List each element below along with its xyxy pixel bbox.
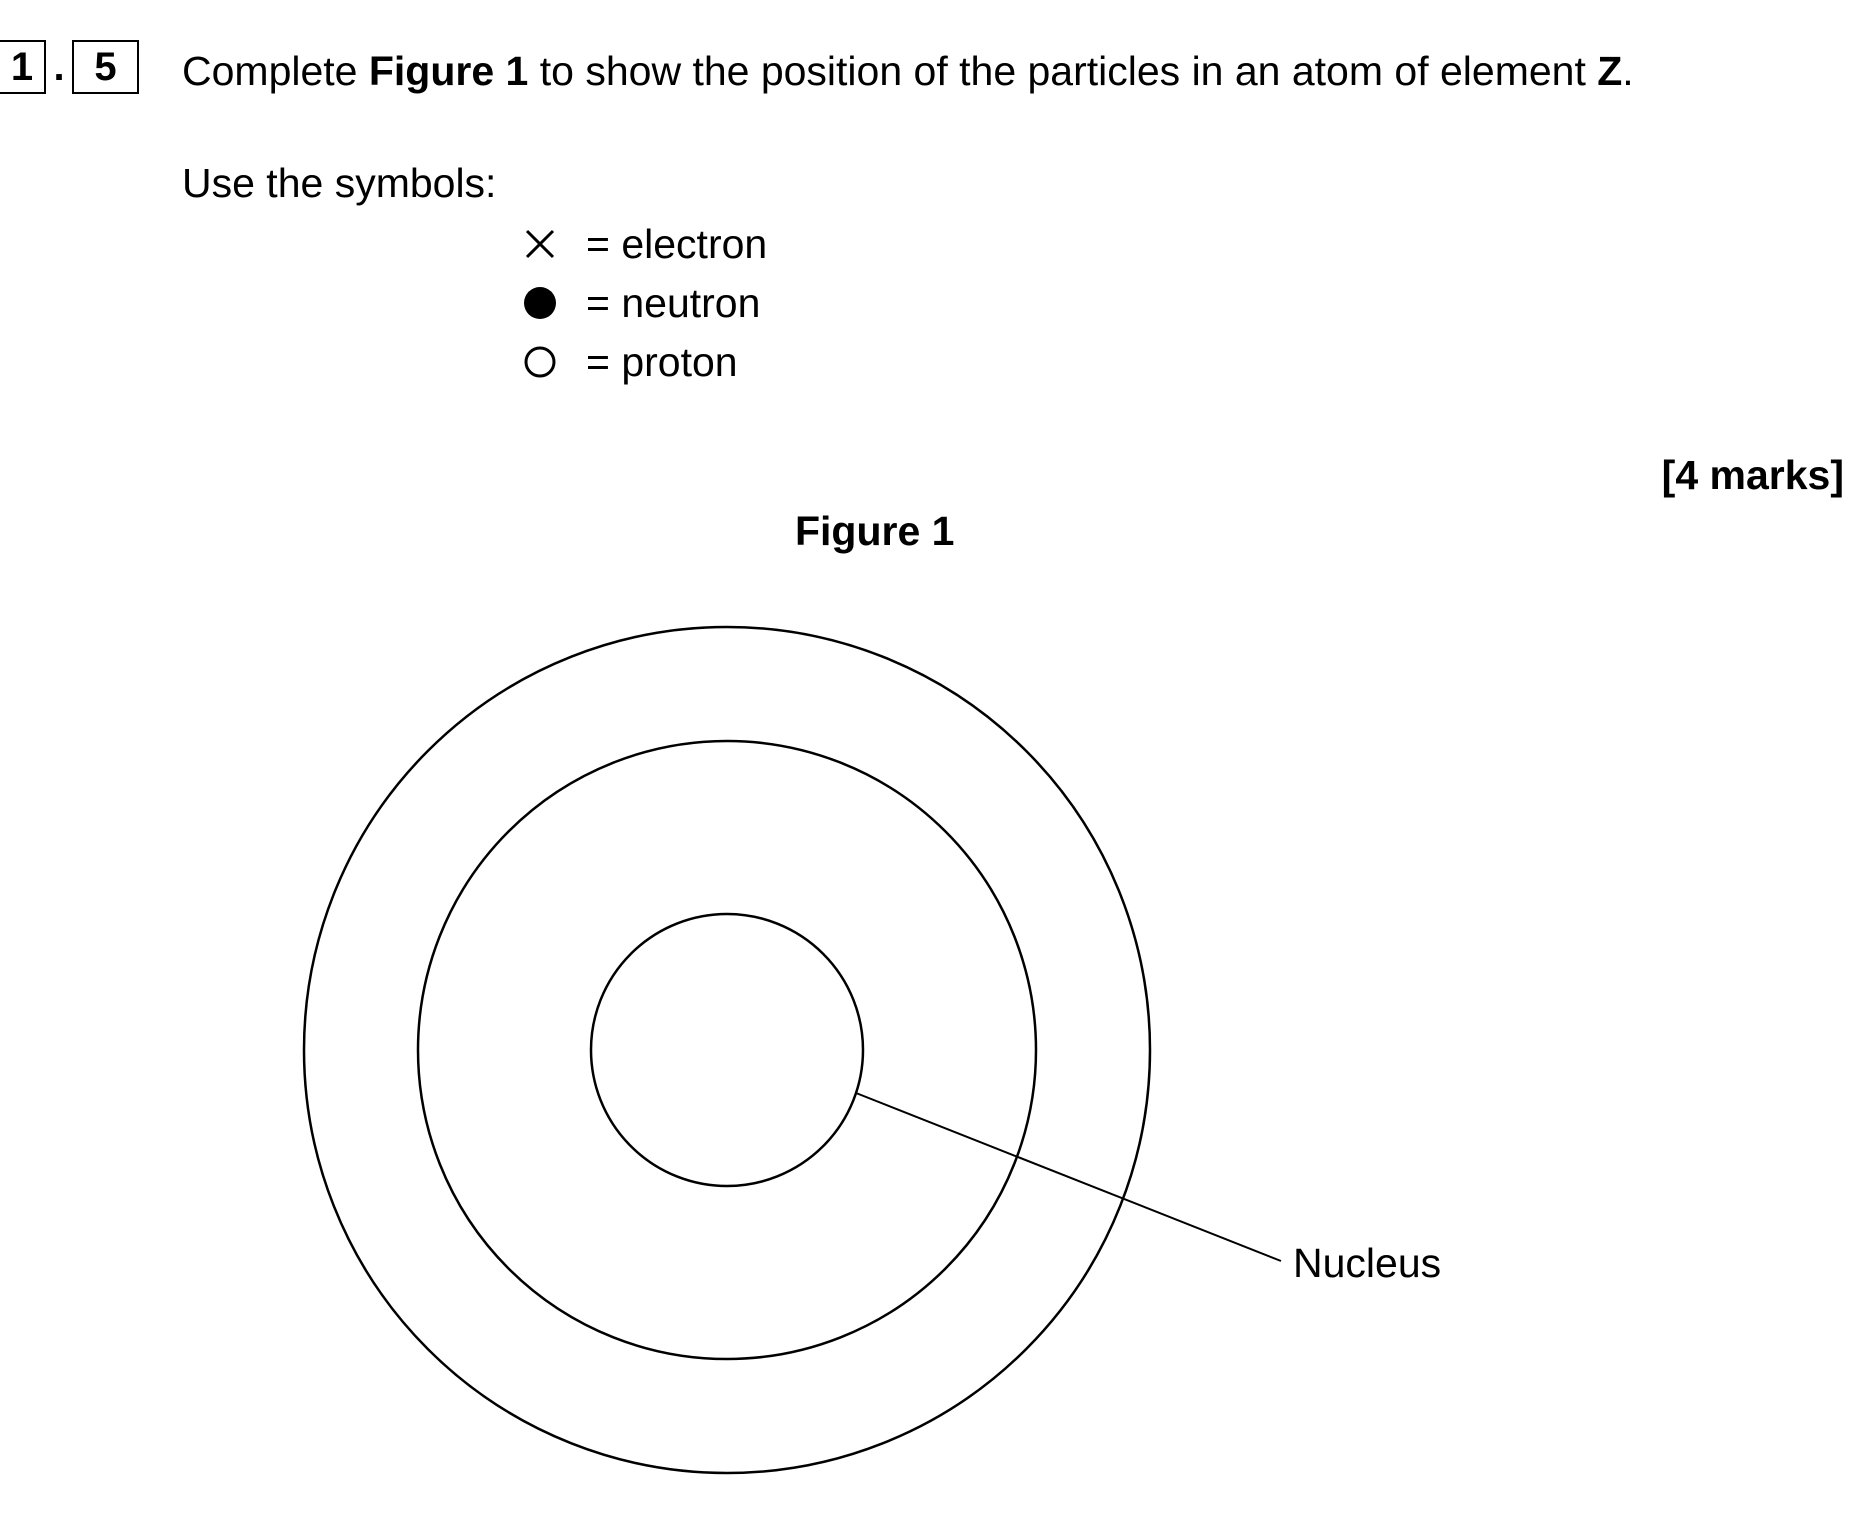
question-number-sub: 5 — [72, 40, 139, 94]
question-element: Z — [1597, 48, 1623, 94]
legend-row-neutron: = neutron — [520, 278, 760, 328]
legend-row-proton: = proton — [520, 337, 738, 387]
filled-circle-icon — [520, 283, 560, 323]
outer-shell — [302, 625, 1152, 1475]
question-number-main: 1 — [0, 40, 46, 94]
legend-row-electron: = electron — [520, 219, 767, 269]
legend-label-neutron: = neutron — [586, 279, 761, 326]
nucleus-label: Nucleus — [1293, 1240, 1442, 1286]
nucleus-label-line — [855, 1092, 1282, 1262]
legend-label-electron: = electron — [586, 220, 768, 267]
nucleus-circle — [589, 912, 865, 1188]
question-text-before: Complete — [182, 48, 369, 94]
question-figure-ref: Figure 1 — [368, 48, 529, 94]
question-text-end: . — [1622, 48, 1634, 94]
legend-label-proton: = proton — [586, 338, 738, 385]
question-text-middle: to show the position of the particles in… — [528, 48, 1598, 94]
question-number-separator: . — [53, 44, 65, 89]
inner-shell — [416, 739, 1038, 1361]
figure-title: Figure 1 — [795, 508, 955, 554]
use-symbols-instruction: Use the symbols: — [182, 160, 497, 206]
open-circle-icon — [520, 342, 560, 382]
cross-icon — [520, 224, 560, 264]
marks-allocation: [4 marks] — [1661, 452, 1844, 498]
question-number: 1 . 5 — [0, 38, 139, 96]
question-text: Complete Figure 1 to show the position o… — [182, 48, 1634, 95]
